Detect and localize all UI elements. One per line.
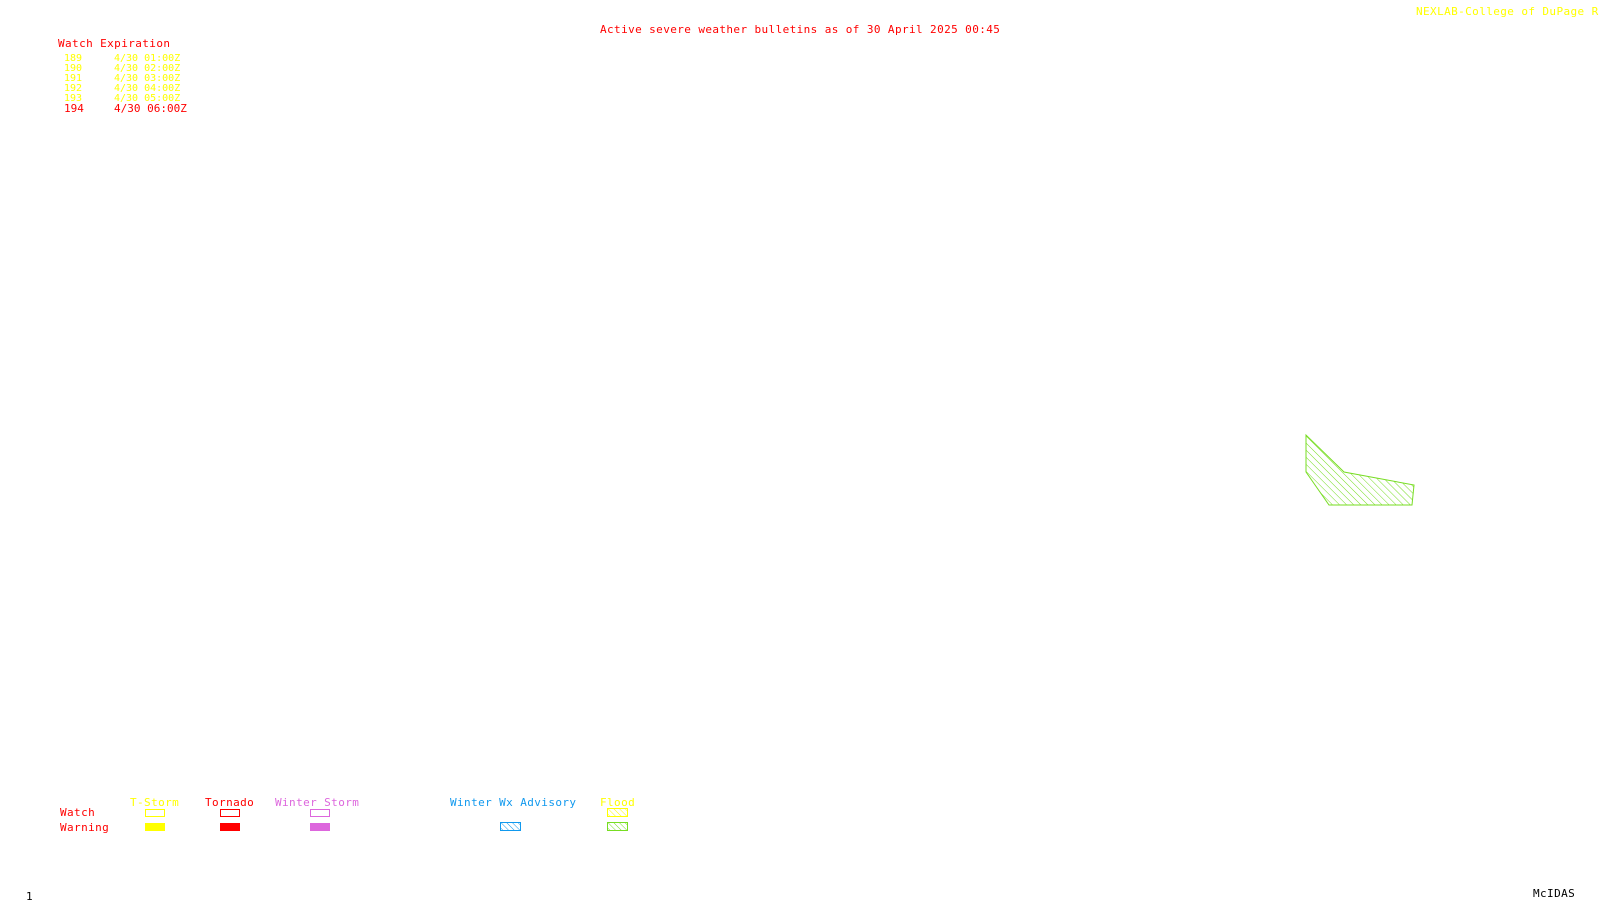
flood-warning-swatch xyxy=(607,822,628,831)
legend-category-winter-wx-advisory: Winter Wx Advisory xyxy=(450,796,577,809)
watch-expiration: 4/30 04:00Z xyxy=(114,83,181,94)
winter-wx-advisory-swatch xyxy=(500,822,521,831)
legend-category-flood: Flood xyxy=(600,796,636,809)
watch-expiration-header: Watch Expiration xyxy=(58,37,171,50)
legend-category-winter-storm: Winter Storm xyxy=(275,796,360,809)
watch-expiration: 4/30 05:00Z xyxy=(114,93,181,104)
watch-number: 192 xyxy=(64,83,83,94)
winter-storm-warning-swatch xyxy=(310,823,330,831)
bulletin-title: Active severe weather bulletins as of 30… xyxy=(600,23,1001,36)
watch-number: 189 xyxy=(64,53,83,64)
software-label: McIDAS xyxy=(1533,887,1576,900)
watch-number: 191 xyxy=(64,73,83,84)
watch-number: 193 xyxy=(64,93,83,104)
watch-expiration: 4/30 06:00Z xyxy=(114,102,187,115)
legend-row-watch: Watch xyxy=(60,806,96,819)
tstorm-warning-swatch xyxy=(145,823,165,831)
tstorm-watch-swatch xyxy=(145,809,165,817)
legend-category-tornado: Tornado xyxy=(205,796,255,809)
legend-category-tstorm: T-Storm xyxy=(130,796,180,809)
legend-row-warning: Warning xyxy=(60,821,110,834)
watch-expiration: 4/30 02:00Z xyxy=(114,63,181,74)
watch-number: 194 xyxy=(64,102,84,115)
frame-number: 1 xyxy=(26,890,34,903)
watch-expiration: 4/30 03:00Z xyxy=(114,73,181,84)
watch-expiration: 4/30 01:00Z xyxy=(114,53,181,64)
tornado-warning-swatch xyxy=(220,823,240,831)
tornado-watch-swatch xyxy=(220,809,240,817)
flood-warning-polygon xyxy=(1305,433,1415,506)
winter-storm-watch-swatch xyxy=(310,809,330,817)
credit-label: NEXLAB-College of DuPage R xyxy=(1416,5,1599,18)
watch-number: 190 xyxy=(64,63,83,74)
flood-watch-swatch xyxy=(607,808,628,817)
